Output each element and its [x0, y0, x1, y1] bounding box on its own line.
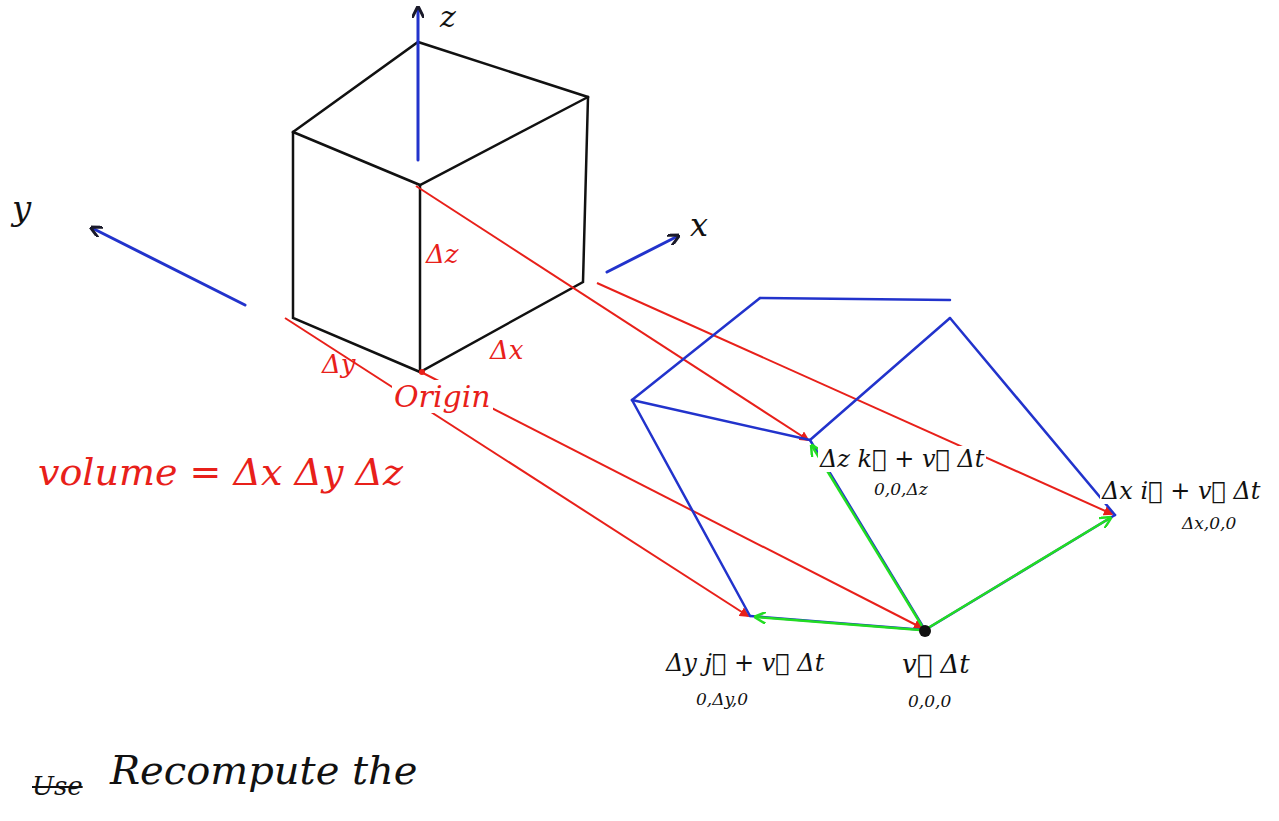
corner-coordinates: Δx,0,0 [1180, 514, 1238, 533]
struck-word: Use [30, 772, 85, 801]
axis-label: y [10, 190, 33, 227]
axis-label: x [688, 208, 710, 243]
corner-coordinates: 0,0,Δz [872, 480, 930, 499]
volume-note: volume = Δx Δy Δz [36, 452, 405, 494]
corner-label: v⃗ Δt [900, 650, 972, 679]
origin-label: Origin [392, 380, 493, 413]
corner-label: Δy j⃗ + v⃗ Δt [664, 650, 826, 676]
corner-label: Δx i⃗ + v⃗ Δt [1100, 478, 1263, 504]
dimension-label: Δx [488, 336, 525, 365]
corner-coordinates: 0,0,0 [906, 692, 953, 711]
corner-label: Δz k⃗ + v⃗ Δt [818, 446, 986, 472]
axis-label: z [438, 0, 458, 33]
corner-coordinates: 0,Δy,0 [694, 690, 750, 709]
dimension-label: Δz [424, 240, 460, 269]
note-text: Recompute the [108, 748, 420, 792]
dimension-label: Δy [320, 350, 357, 379]
